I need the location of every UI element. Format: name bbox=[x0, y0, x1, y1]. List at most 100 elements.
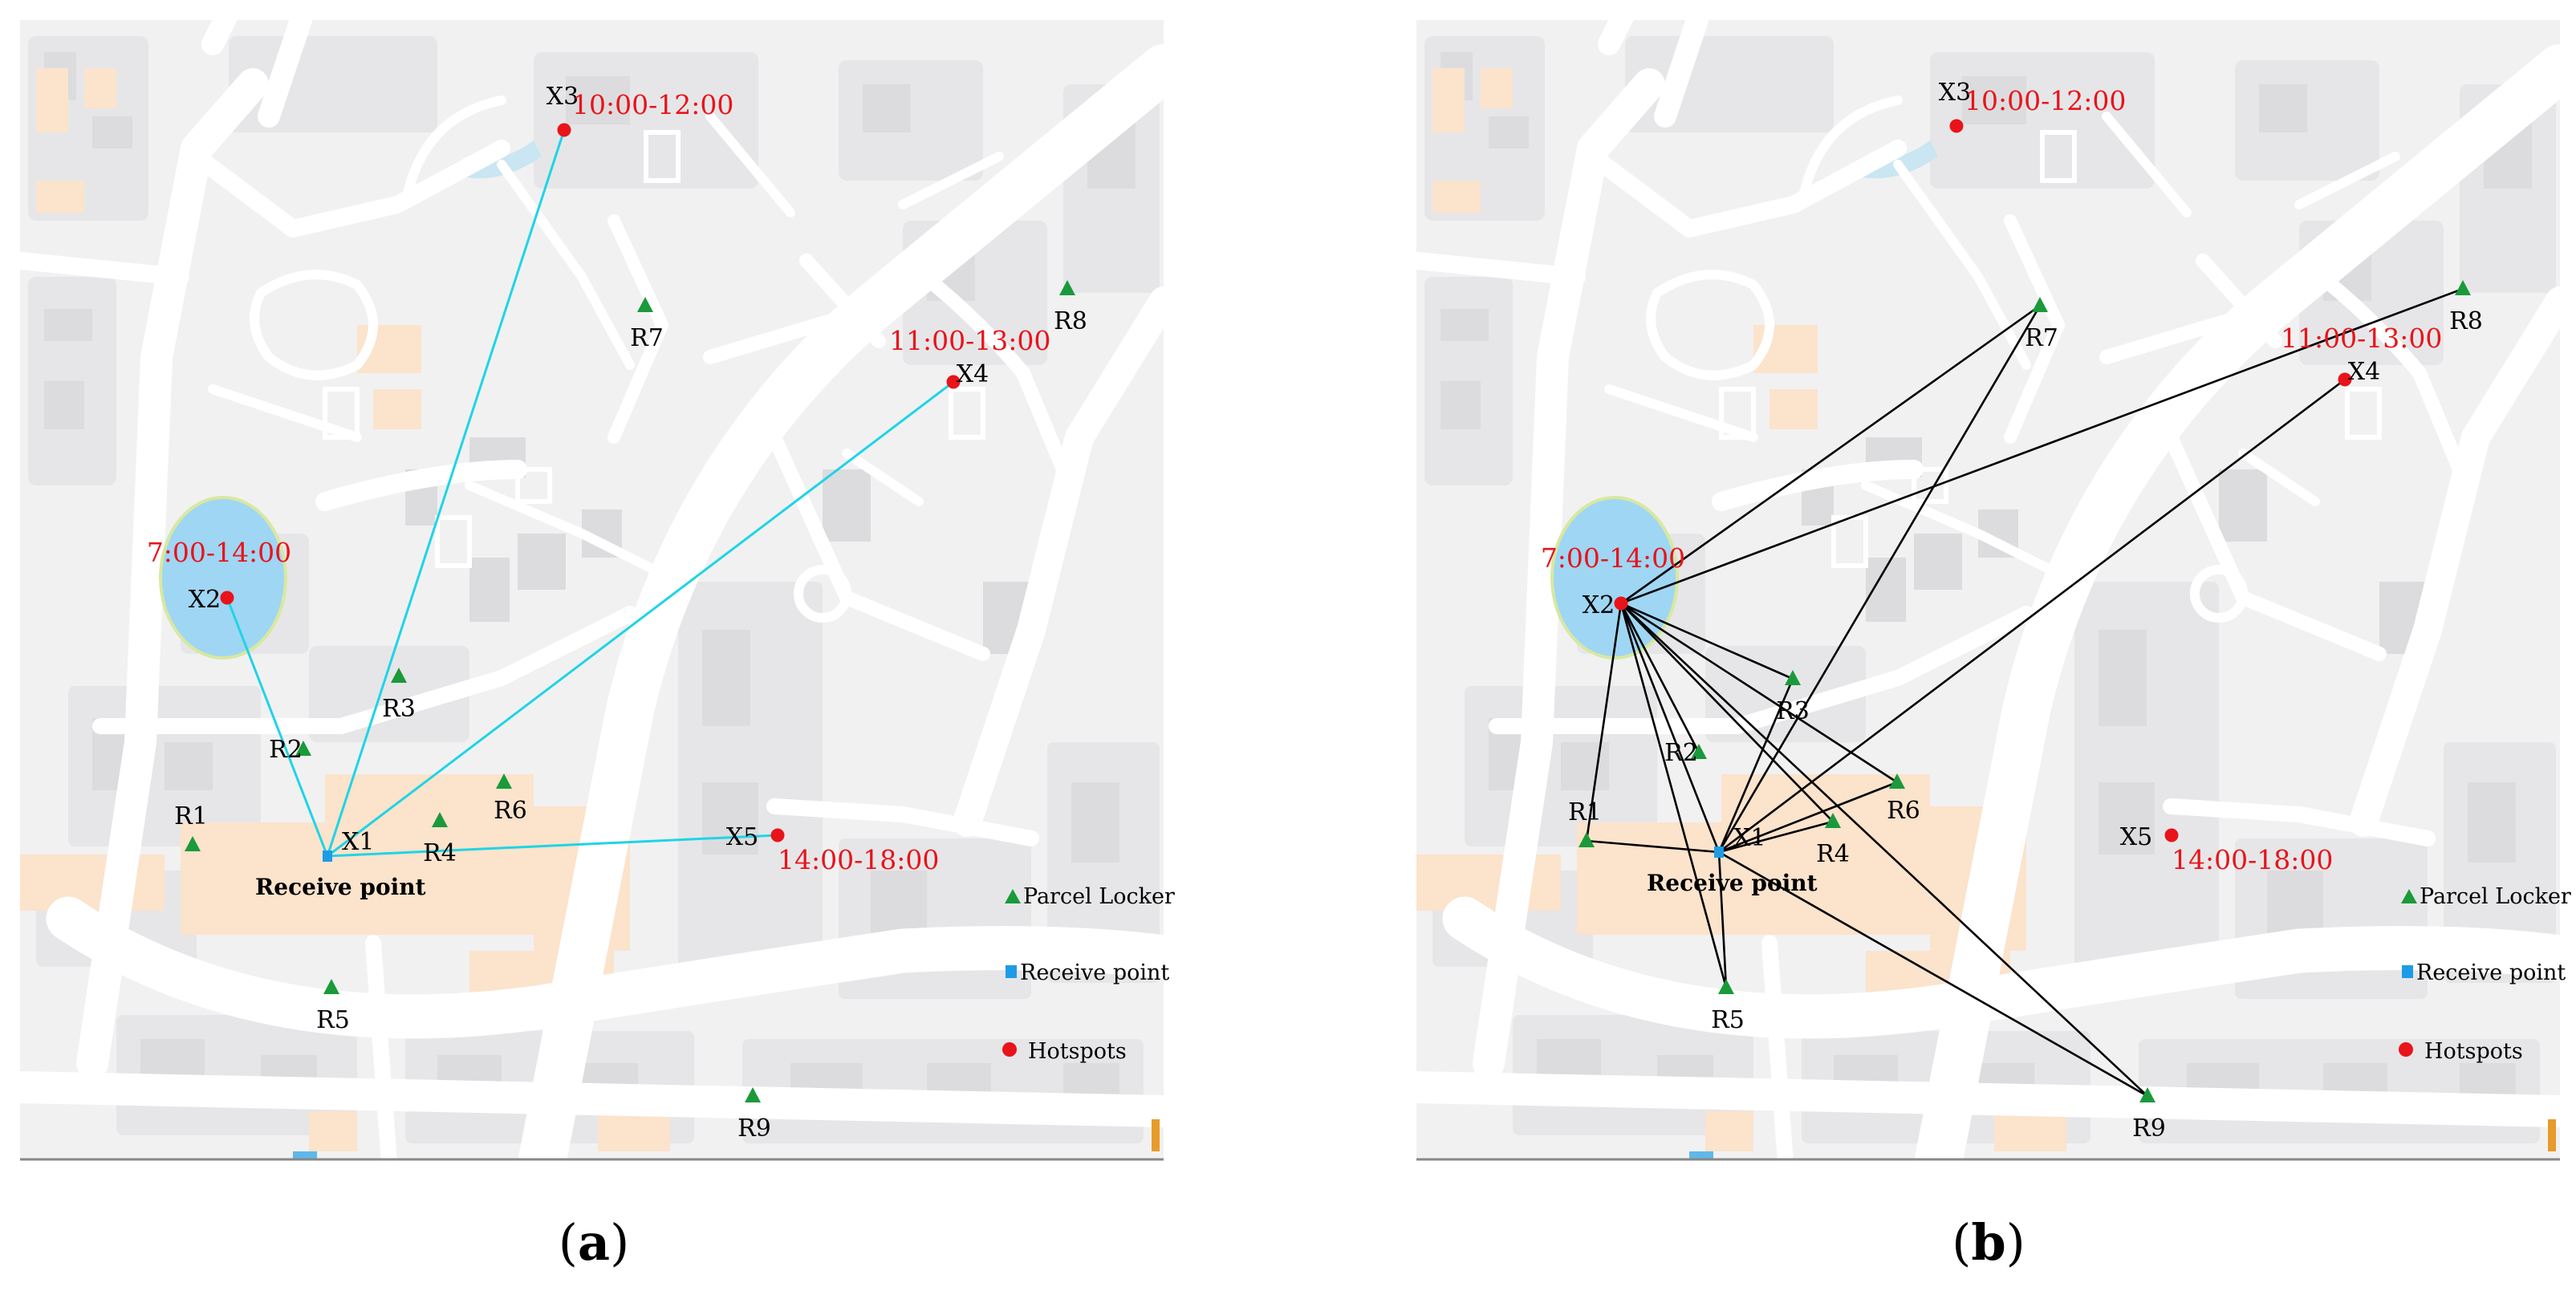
legend-locker-b: Parcel Locker bbox=[2420, 884, 2571, 909]
locker-marker-a-r4 bbox=[432, 812, 448, 827]
locker-marker-b-r9 bbox=[2139, 1087, 2155, 1102]
route-b-x1-r3 bbox=[1717, 678, 1794, 853]
receive-marker-a bbox=[323, 850, 332, 862]
route-b-x2-r4 bbox=[1620, 603, 1834, 822]
route-b-x1-r6 bbox=[1718, 781, 1898, 854]
hotspot-marker-a-x2 bbox=[220, 591, 234, 605]
map-base-a bbox=[20, 12, 1176, 1163]
hotspot-time-a-x3: 10:00-12:00 bbox=[572, 89, 733, 120]
locker-label-b-r6: R6 bbox=[1887, 797, 1920, 825]
route-b-x2-r8 bbox=[1620, 287, 2464, 605]
locker-marker-b-r5 bbox=[1718, 979, 1734, 994]
legend-locker-a: Parcel Locker bbox=[1023, 884, 1175, 909]
route-a-x1-x3 bbox=[326, 129, 566, 857]
route-b-x1-r1 bbox=[1586, 839, 1720, 854]
locker-marker-a-r6 bbox=[496, 773, 512, 789]
route-b-x2-r7 bbox=[1620, 304, 2041, 605]
locker-marker-a-r8 bbox=[1059, 280, 1075, 295]
route-b-x2-r1 bbox=[1585, 603, 1623, 842]
hotspot-marker-a-x4 bbox=[946, 375, 961, 389]
locker-marker-a-r1 bbox=[185, 836, 201, 851]
locker-marker-a-r5 bbox=[323, 979, 339, 994]
locker-label-a-r1: R1 bbox=[174, 802, 208, 830]
locker-marker-a-r3 bbox=[391, 668, 407, 683]
hotspot-time-b-x5: 14:00-18:00 bbox=[2172, 844, 2333, 875]
hotspot-marker-b-x4 bbox=[2338, 372, 2352, 387]
receive-label-id-b: X1 bbox=[1733, 824, 1765, 852]
legend-hotspots-a: Hotspots bbox=[1028, 1039, 1127, 1064]
receive-label-b: Receive point bbox=[1647, 870, 1818, 896]
legend-receive-b: Receive point bbox=[2416, 960, 2566, 985]
route-b-x2-r9 bbox=[1620, 603, 2148, 1097]
locker-label-a-r4: R4 bbox=[423, 839, 457, 867]
locker-label-b-r2: R2 bbox=[1664, 739, 1698, 767]
locker-label-a-r9: R9 bbox=[737, 1114, 771, 1143]
hotspot-time-a-x2: 7:00-14:00 bbox=[147, 537, 291, 568]
route-b-x2-r3 bbox=[1620, 602, 1794, 680]
route-b-x2-r5 bbox=[1619, 603, 1728, 989]
hotspot-label-a-x5: X5 bbox=[726, 823, 758, 851]
route-b-x1-r9 bbox=[1718, 850, 2148, 1098]
locker-marker-b-r1 bbox=[1579, 832, 1595, 847]
locker-label-a-r2: R2 bbox=[269, 736, 303, 764]
hotspot-label-b-x2: X2 bbox=[1583, 591, 1615, 619]
hotspot-label-a-x3: X3 bbox=[546, 83, 579, 111]
routes-a bbox=[226, 129, 954, 858]
caption-a: (a) bbox=[559, 1213, 630, 1272]
locker-label-b-r5: R5 bbox=[1711, 1006, 1745, 1034]
hotspot-marker-a-x5 bbox=[770, 828, 785, 842]
route-b-x1-x4 bbox=[1718, 378, 2346, 854]
legend-receive-a: Receive point bbox=[1020, 960, 1169, 985]
hotspot-time-a-x5: 14:00-18:00 bbox=[778, 844, 939, 875]
hotspot-label-b-x4: X4 bbox=[2348, 358, 2380, 386]
hotspot-label-b-x3: X3 bbox=[1939, 79, 1971, 107]
locker-label-b-r1: R1 bbox=[1568, 798, 1602, 826]
locker-label-a-r3: R3 bbox=[382, 695, 416, 723]
locker-label-b-r7: R7 bbox=[2025, 324, 2058, 352]
hotspot-marker-b-x3 bbox=[1949, 119, 1964, 133]
locker-marker-b-r8 bbox=[2455, 280, 2471, 295]
locker-label-b-r4: R4 bbox=[1816, 840, 1850, 868]
hotspot-marker-b-x5 bbox=[2164, 828, 2179, 842]
locker-label-a-r7: R7 bbox=[630, 324, 664, 352]
hotspot-label-a-x2: X2 bbox=[189, 586, 221, 614]
locker-marker-a-r7 bbox=[637, 297, 653, 312]
locker-marker-b-r4 bbox=[1825, 813, 1841, 828]
receive-label-id-a: X1 bbox=[342, 828, 374, 856]
legend-hotspots-b: Hotspots bbox=[2424, 1039, 2523, 1064]
route-b-x2-r2 bbox=[1619, 603, 1700, 753]
legend-a: Parcel Locker Receive point Hotspots bbox=[1002, 884, 1175, 1064]
locker-label-b-r9: R9 bbox=[2132, 1114, 2166, 1143]
route-a-x1-x5 bbox=[327, 834, 778, 858]
receive-marker-b bbox=[1714, 846, 1724, 858]
locker-marker-a-r2 bbox=[295, 741, 311, 756]
hotspot-marker-b-x2 bbox=[1614, 596, 1628, 611]
locker-marker-b-r3 bbox=[1785, 670, 1801, 685]
zone-x2-b bbox=[1550, 496, 1679, 660]
receive-label-a: Receive point bbox=[255, 874, 426, 900]
locker-marker-b-r2 bbox=[1691, 744, 1707, 759]
locker-marker-b-r6 bbox=[1889, 773, 1905, 789]
hotspot-label-b-x5: X5 bbox=[2120, 823, 2152, 851]
hotspot-marker-a-x3 bbox=[557, 123, 571, 137]
locker-label-b-r3: R3 bbox=[1776, 697, 1810, 725]
route-b-x1-r7 bbox=[1717, 305, 2042, 853]
locker-marker-a-r9 bbox=[745, 1087, 761, 1102]
routes-b bbox=[1585, 287, 2464, 1098]
route-b-x1-r5 bbox=[1717, 851, 1728, 989]
hotspot-label-a-x4: X4 bbox=[957, 360, 989, 388]
hotspot-time-b-x4: 11:00-13:00 bbox=[2281, 323, 2442, 354]
locker-label-a-r8: R8 bbox=[1054, 307, 1087, 335]
legend-b: Parcel Locker Receive point Hotspots bbox=[2399, 884, 2571, 1064]
locker-label-b-r8: R8 bbox=[2449, 307, 2483, 335]
locker-label-a-r6: R6 bbox=[494, 797, 527, 825]
route-a-x1-x4 bbox=[327, 380, 954, 858]
hotspot-time-b-x3: 10:00-12:00 bbox=[1965, 85, 2126, 116]
locker-marker-b-r7 bbox=[2032, 297, 2048, 312]
hotspot-time-b-x2: 7:00-14:00 bbox=[1541, 542, 1685, 574]
locker-label-a-r5: R5 bbox=[316, 1006, 350, 1034]
